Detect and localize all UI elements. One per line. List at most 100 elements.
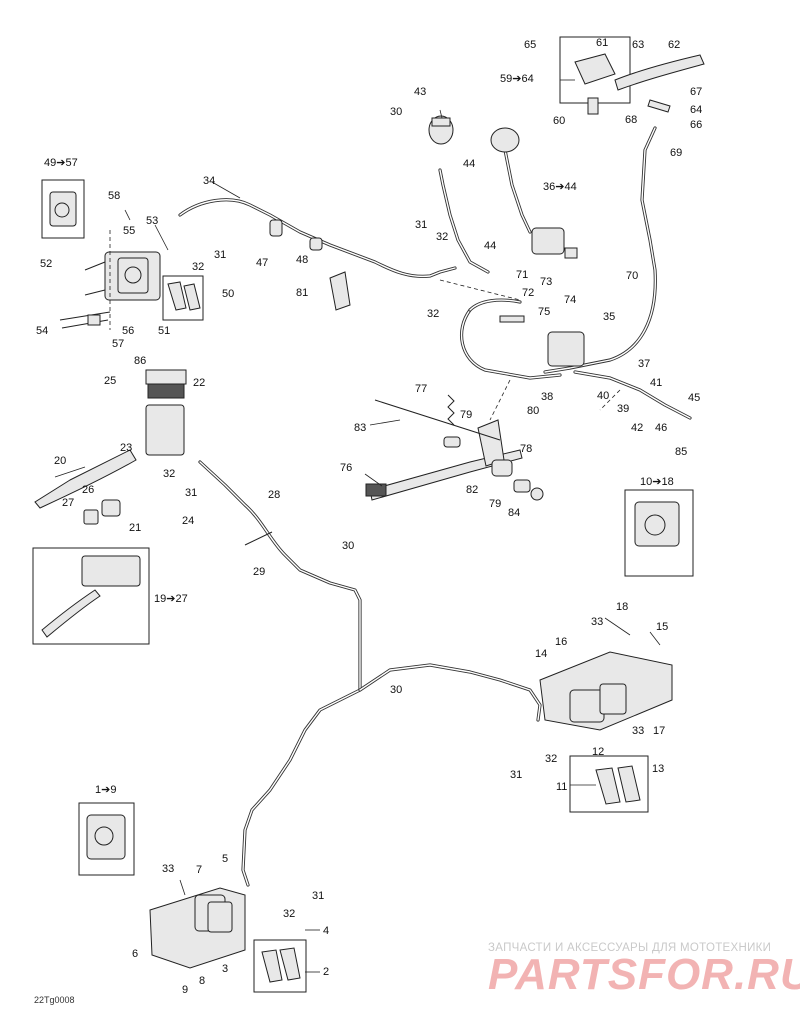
label-84: 84 — [508, 507, 520, 519]
label-58: 58 — [108, 190, 120, 202]
label-57: 57 — [112, 338, 124, 350]
label-59-64: 59➔64 — [500, 73, 534, 85]
label-22: 22 — [193, 377, 205, 389]
label-72: 72 — [522, 287, 534, 299]
label-76: 76 — [340, 462, 352, 474]
label-74: 74 — [564, 294, 576, 306]
label-7: 7 — [196, 864, 202, 876]
label-45: 45 — [688, 392, 700, 404]
label-19-27: 19➔27 — [154, 593, 188, 605]
label-80: 80 — [527, 405, 539, 417]
label-8: 8 — [199, 975, 205, 987]
label-5: 5 — [222, 853, 228, 865]
label-32-b: 32 — [436, 231, 448, 243]
label-50: 50 — [222, 288, 234, 300]
label-3: 3 — [222, 963, 228, 975]
inset-box-1-9 — [78, 802, 135, 876]
label-69: 69 — [670, 147, 682, 159]
label-34: 34 — [203, 175, 215, 187]
label-31-a: 31 — [214, 249, 226, 261]
label-24: 24 — [182, 515, 194, 527]
label-55: 55 — [123, 225, 135, 237]
label-79-b: 79 — [489, 498, 501, 510]
label-53: 53 — [146, 215, 158, 227]
watermark-tagline: ЗАПЧАСТИ И АКСЕССУАРЫ ДЛЯ МОТОТЕХНИКИ — [488, 942, 772, 954]
label-2: 2 — [323, 966, 329, 978]
inset-box-10-18 — [624, 489, 694, 577]
label-21: 21 — [129, 522, 141, 534]
label-68: 68 — [625, 114, 637, 126]
label-85: 85 — [675, 446, 687, 458]
components — [32, 36, 705, 993]
label-28: 28 — [268, 489, 280, 501]
label-17: 17 — [653, 725, 665, 737]
label-46: 46 — [655, 422, 667, 434]
label-39: 39 — [617, 403, 629, 415]
watermark-logo: PARTSFOR.RU — [488, 950, 800, 999]
label-31-e: 31 — [312, 890, 324, 902]
label-43: 43 — [414, 86, 426, 98]
label-66: 66 — [690, 119, 702, 131]
label-83: 83 — [354, 422, 366, 434]
reference-code: 22Tg0008 — [34, 995, 75, 1005]
label-82: 82 — [466, 484, 478, 496]
label-32-d: 32 — [163, 468, 175, 480]
label-18: 18 — [616, 601, 628, 613]
label-23: 23 — [120, 442, 132, 454]
label-6: 6 — [132, 948, 138, 960]
label-78: 78 — [520, 443, 532, 455]
label-36-44: 36➔44 — [543, 181, 577, 193]
inset-box-19-27 — [32, 547, 150, 645]
label-60: 60 — [553, 115, 565, 127]
label-20: 20 — [54, 455, 66, 467]
label-11: 11 — [556, 781, 567, 793]
label-25: 25 — [104, 375, 116, 387]
label-31-d: 31 — [510, 769, 522, 781]
label-71: 71 — [516, 269, 528, 281]
label-77: 77 — [415, 383, 427, 395]
label-4: 4 — [323, 925, 329, 937]
label-47: 47 — [256, 257, 268, 269]
label-56: 56 — [122, 325, 134, 337]
label-13: 13 — [652, 763, 664, 775]
label-27: 27 — [62, 497, 74, 509]
label-86: 86 — [134, 355, 146, 367]
label-31-c: 31 — [185, 487, 197, 499]
label-44-b: 44 — [463, 158, 475, 170]
label-30-a: 30 — [390, 106, 402, 118]
label-33-a: 33 — [591, 616, 603, 628]
label-10-18: 10➔18 — [640, 476, 674, 488]
label-52: 52 — [40, 258, 52, 270]
label-64: 64 — [690, 104, 702, 116]
label-16: 16 — [555, 636, 567, 648]
label-32-f: 32 — [283, 908, 295, 920]
label-54: 54 — [36, 325, 48, 337]
label-79-a: 79 — [460, 409, 472, 421]
label-1-9: 1➔9 — [95, 784, 116, 796]
label-42: 42 — [631, 422, 643, 434]
label-33-b: 33 — [632, 725, 644, 737]
label-26: 26 — [82, 484, 94, 496]
label-51: 51 — [158, 325, 170, 337]
label-65: 65 — [524, 39, 536, 51]
label-67: 67 — [690, 86, 702, 98]
label-40: 40 — [597, 390, 609, 402]
leader-lines — [54, 79, 661, 973]
label-12: 12 — [592, 746, 604, 758]
label-9: 9 — [182, 984, 188, 996]
label-32-e: 32 — [545, 753, 557, 765]
label-37: 37 — [638, 358, 650, 370]
label-73: 73 — [540, 276, 552, 288]
label-75: 75 — [538, 306, 550, 318]
label-38: 38 — [541, 391, 553, 403]
label-30-b: 30 — [342, 540, 354, 552]
label-14: 14 — [535, 648, 547, 660]
label-48: 48 — [296, 254, 308, 266]
label-32-c: 32 — [427, 308, 439, 320]
label-31-b: 31 — [415, 219, 427, 231]
brake-lines — [178, 126, 692, 887]
label-70: 70 — [626, 270, 638, 282]
inset-box-49-57 — [41, 179, 85, 239]
part-labels: 49➔57 58 55 53 34 31 32 52 50 51 54 56 5… — [36, 37, 702, 996]
